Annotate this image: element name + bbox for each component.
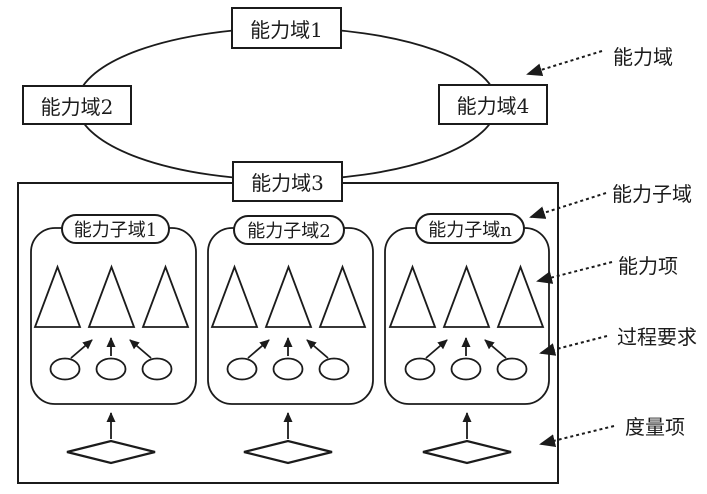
subdomain-2-shapes <box>212 267 365 380</box>
capability-subdomain-pill-2: 能力子域2 <box>233 215 345 245</box>
capability-subdomain-pill-n: 能力子域n <box>415 213 525 244</box>
capability-domain-box-1: 能力域1 <box>231 7 342 49</box>
legend-metric-item: 度量项 <box>625 415 685 439</box>
annotation-arrow-capability-item <box>536 261 613 284</box>
annotation-arrow-capability-domain <box>526 50 603 77</box>
capability-domain-box-4: 能力域4 <box>438 84 548 125</box>
annotation-arrow-metric-item <box>539 425 615 447</box>
legend-process-requirement: 过程要求 <box>617 325 697 349</box>
legend-capability-subdomain: 能力子域 <box>612 182 692 206</box>
metric-item-3 <box>423 413 511 463</box>
capability-domain-box-3: 能力域3 <box>232 161 343 202</box>
subdomain-3-shapes <box>390 267 543 380</box>
metric-item-2 <box>244 413 332 463</box>
capability-subdomain-pill-1: 能力子域1 <box>61 214 170 244</box>
capability-domain-box-2: 能力域2 <box>22 85 132 125</box>
metric-item-1 <box>67 413 155 463</box>
legend-capability-domain: 能力域 <box>613 45 673 69</box>
annotation-arrow-process-requirement <box>539 335 608 356</box>
legend-capability-item: 能力项 <box>618 254 678 278</box>
annotation-arrow-capability-subdomain <box>529 192 607 219</box>
capability-domain-cycle-ellipse <box>76 27 498 181</box>
subdomain-1-shapes <box>35 267 188 380</box>
subdomain-container-3 <box>384 227 550 405</box>
